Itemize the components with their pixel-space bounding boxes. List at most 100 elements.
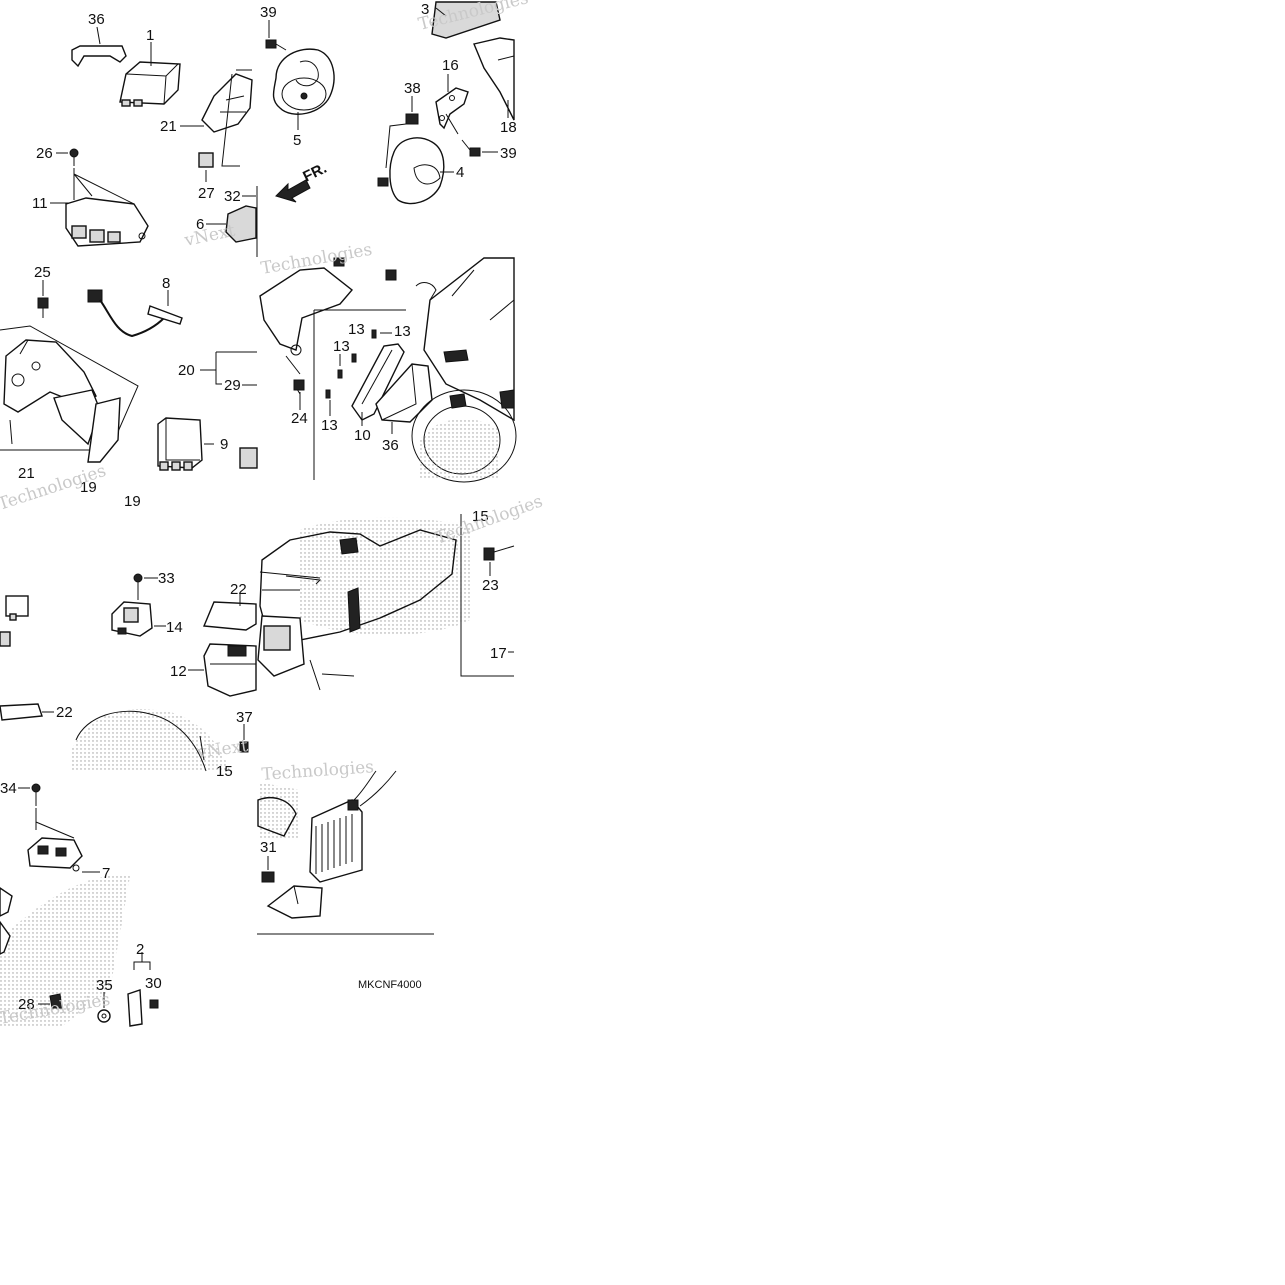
part-3-bracket: [431, 1, 501, 39]
part-35-nut: [97, 1009, 111, 1023]
callout-30: 30: [145, 975, 162, 992]
callout-6: 6: [196, 216, 204, 233]
part-12-module: [203, 643, 257, 697]
callout-9: 9: [220, 436, 228, 453]
callout-22: 22: [230, 581, 247, 598]
callout-13-c: 13: [333, 338, 350, 355]
callout-5: 5: [293, 132, 301, 149]
part-22-cover: [202, 601, 257, 631]
part-33-screw: [133, 573, 143, 600]
callout-18: 18: [500, 119, 517, 136]
callout-1: 1: [146, 27, 154, 44]
part-23-bolt: [483, 545, 515, 561]
part-28-clip: [49, 993, 63, 1009]
callout-39-upper: 39: [260, 4, 277, 21]
fairing-edge: [473, 37, 515, 121]
callout-38: 38: [404, 80, 421, 97]
callout-25: 25: [34, 264, 51, 281]
part-30-clip: [149, 999, 159, 1009]
tile-bottom-left: 34 7 2 30 35 28 Technologies: [0, 780, 162, 1029]
part-7-unit: [27, 837, 83, 872]
callout-37: 37: [236, 709, 253, 726]
motorcycle-front-view: [411, 257, 517, 483]
part-2-switch: [127, 952, 151, 1027]
callout-20: 20: [178, 362, 195, 379]
callout-36-lower: 36: [382, 437, 399, 454]
callout-19-left: 19: [80, 479, 97, 496]
front-direction-arrow: [275, 179, 311, 203]
part-39-bolt-upper: [265, 39, 287, 51]
callout-22-lower: 22: [56, 704, 73, 721]
part-4-horn: [377, 137, 445, 205]
part-11-unit: [65, 197, 149, 247]
callout-4: 4: [456, 164, 464, 181]
callout-13-b: 13: [394, 323, 411, 340]
watermark-technologies-right: Technologies: [433, 491, 546, 548]
callout-21-lower: 21: [18, 465, 35, 482]
part-9-connector: [239, 447, 258, 469]
relay-left: [0, 595, 29, 647]
part-38-nut: [405, 113, 419, 125]
diagram-code: MKCNF4000: [358, 979, 422, 991]
part-5-horn: [272, 48, 335, 115]
part-34-screw: [31, 783, 41, 806]
callout-24: 24: [291, 410, 308, 427]
part-37-bolt: [239, 741, 249, 753]
part-8-sensor-harness: [87, 289, 183, 338]
tile-third-left: 33 22 14 12 22 37 15 vNext: [0, 570, 257, 780]
callout-11: 11: [32, 195, 48, 212]
part-39-bolt-lower: [469, 147, 481, 157]
watermark-technologies-bottom2: Technologies: [261, 757, 375, 785]
callout-15-lower: 15: [216, 763, 233, 780]
motorcycle-side-view: [257, 517, 470, 691]
motorcycle-seat-area: [70, 708, 230, 772]
lower-stipple-region: [0, 875, 130, 1028]
tile-top-middle: FR. 39 3 5 16 38 18 39 4 Technologies: [256, 0, 530, 257]
watermark-vnext: vNext: [182, 221, 237, 251]
callout-29: 29: [224, 377, 241, 394]
callout-13-a: 13: [348, 321, 365, 338]
part-13-pins: [325, 329, 377, 399]
callout-23: 23: [482, 577, 499, 594]
callout-39-lower: 39: [500, 145, 517, 162]
callout-14: 14: [166, 619, 183, 636]
part-21-bracket: [201, 69, 253, 167]
callout-21: 21: [160, 118, 177, 135]
tile-top-left: 36 1 21 26 27 32 11 6 vNext: [32, 11, 257, 251]
callout-27: 27: [198, 185, 215, 202]
callout-33: 33: [158, 570, 175, 587]
callout-34: 34: [0, 780, 17, 797]
callout-15-upper: 15: [472, 508, 489, 525]
part-6-cluster: [225, 205, 257, 243]
callout-2: 2: [136, 941, 144, 958]
tile-third-middle: 15 23 17 Technologies: [257, 491, 546, 691]
watermark-technologies-top: Technologies: [416, 0, 530, 35]
part-22-lower: [0, 703, 43, 721]
callout-10: 10: [354, 427, 371, 444]
bracket-continuation: [259, 257, 397, 356]
part-14-sensor: [111, 601, 153, 637]
part-20-bracket-assembly: [0, 325, 139, 463]
callout-13-d: 13: [321, 417, 338, 434]
callout-28: 28: [18, 996, 35, 1013]
part-36-clip: [71, 45, 127, 68]
callout-36: 36: [88, 11, 105, 28]
callout-3: 3: [421, 1, 429, 18]
part-31-regulator: [257, 770, 397, 919]
callout-35: 35: [96, 977, 113, 994]
callout-32: 32: [224, 188, 241, 205]
part-16-stay: [435, 87, 469, 130]
callout-16: 16: [442, 57, 459, 74]
tile-second-middle: 13 13 13 13 24 10 36 Technologies: [259, 240, 517, 483]
callout-7: 7: [102, 865, 110, 882]
part-24-bolt: [293, 379, 305, 391]
callout-8: 8: [162, 275, 170, 292]
callout-12: 12: [170, 663, 187, 680]
tile-bottom-middle: 31 MKCNF4000 Technologies: [257, 757, 434, 991]
part-25-bolt: [37, 297, 49, 318]
part-9-ecu: [157, 417, 203, 471]
callout-19-right: 19: [124, 493, 141, 510]
callout-17: 17: [490, 645, 507, 662]
part-1-module: [119, 61, 181, 107]
